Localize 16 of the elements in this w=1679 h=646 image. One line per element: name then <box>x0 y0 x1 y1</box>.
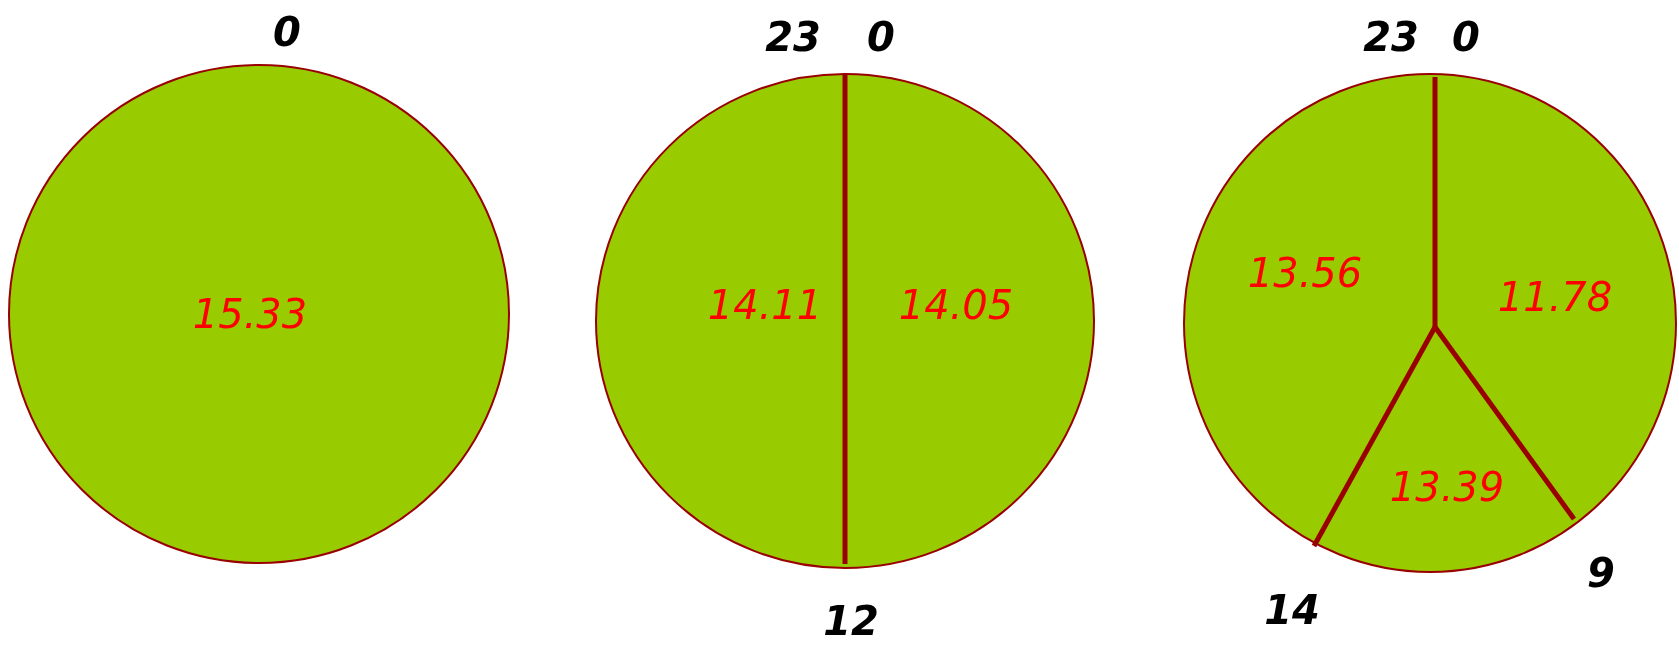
hour-label: 23 <box>765 17 821 57</box>
hour-label: 0 <box>867 17 895 57</box>
hour-label: 0 <box>273 12 301 52</box>
hour-label: 9 <box>1587 553 1615 593</box>
pie-circle <box>7 63 511 565</box>
hour-label: 14 <box>1264 590 1320 630</box>
value-label: 11.78 <box>1497 277 1613 317</box>
hour-label: 12 <box>823 601 879 641</box>
value-label: 13.56 <box>1247 253 1363 293</box>
value-label: 13.39 <box>1389 467 1505 507</box>
value-label: 15.33 <box>192 294 308 334</box>
hour-label: 23 <box>1363 17 1419 57</box>
hour-label: 0 <box>1452 17 1480 57</box>
value-label: 14.11 <box>707 285 823 325</box>
pie-circle <box>594 72 1096 570</box>
value-label: 14.05 <box>898 285 1014 325</box>
